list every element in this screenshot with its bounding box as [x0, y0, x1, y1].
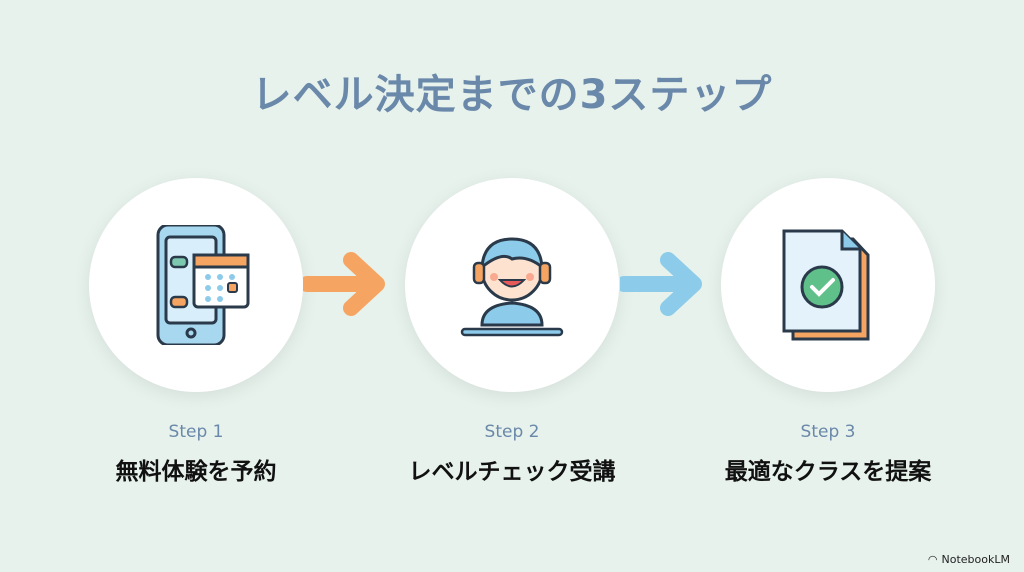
phone-calendar-icon	[156, 225, 250, 345]
arrow-right-icon	[620, 252, 702, 316]
brand-watermark: ◠ NotebookLM	[928, 553, 1010, 566]
notebooklm-logo-icon: ◠	[927, 553, 938, 566]
student-headset-icon	[460, 237, 564, 337]
step-3-circle	[721, 178, 935, 392]
arrow-right-icon	[303, 252, 385, 316]
page-title: レベル決定までの3ステップ	[251, 72, 773, 118]
step-1-circle	[89, 178, 303, 392]
step-3-label: Step 3	[800, 422, 856, 442]
step-1-label: Step 1	[168, 422, 224, 442]
step-2-circle	[405, 178, 619, 392]
document-check-icon	[782, 229, 870, 341]
step-1-name: 無料体験を予約	[115, 459, 277, 485]
step-2-name: レベルチェック受講	[408, 459, 616, 485]
brand-name: NotebookLM	[941, 553, 1010, 566]
step-3-name: 最適なクラスを提案	[724, 459, 932, 485]
step-2-label: Step 2	[484, 422, 540, 442]
